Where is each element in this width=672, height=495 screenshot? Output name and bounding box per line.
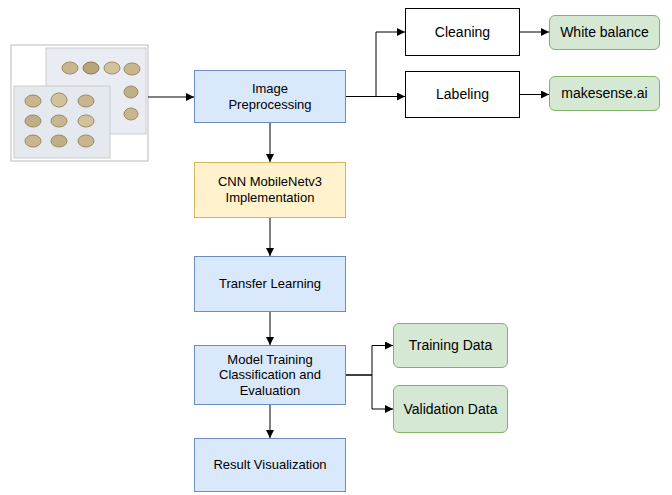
- step-box: Cleaning: [405, 8, 520, 56]
- method-box: White balance: [549, 15, 660, 50]
- flow-arrow: [346, 346, 393, 376]
- model-box: CNN MobileNetv3 Implementation: [194, 162, 346, 218]
- node-label: Transfer Learning: [219, 276, 321, 292]
- flow-arrow: [270, 312, 271, 345]
- process-box: Transfer Learning: [194, 256, 346, 312]
- step-box: Labeling: [405, 71, 520, 118]
- node-label: Labeling: [436, 86, 489, 103]
- process-box: Model Training Classification and Evalua…: [194, 345, 346, 405]
- flow-arrow: [270, 123, 271, 162]
- flow-arrow: [270, 218, 271, 256]
- seed-photo: [11, 45, 148, 161]
- method-box: makesense.ai: [549, 76, 660, 111]
- flow-arrow: [270, 405, 271, 438]
- flow-arrow: [346, 375, 393, 409]
- node-label: Training Data: [409, 337, 493, 354]
- data-box: Validation Data: [393, 385, 508, 433]
- flow-arrow: [346, 32, 405, 97]
- node-label: Model Training Classification and Evalua…: [211, 352, 329, 399]
- node-label: White balance: [560, 24, 649, 41]
- node-label: Validation Data: [404, 401, 498, 418]
- flow-arrow: [520, 32, 549, 33]
- process-box: Result Visualization: [194, 438, 346, 492]
- input-arrow: [148, 97, 194, 98]
- flow-arrow: [520, 94, 549, 95]
- node-label: Image Preprocessing: [223, 81, 317, 112]
- node-label: makesense.ai: [561, 85, 647, 102]
- node-label: Cleaning: [435, 24, 490, 41]
- node-label: CNN MobileNetv3 Implementation: [205, 174, 335, 205]
- node-label: Result Visualization: [213, 457, 326, 473]
- process-box: Image Preprocessing: [194, 70, 346, 123]
- flow-arrow: [346, 96, 405, 97]
- data-box: Training Data: [393, 323, 508, 368]
